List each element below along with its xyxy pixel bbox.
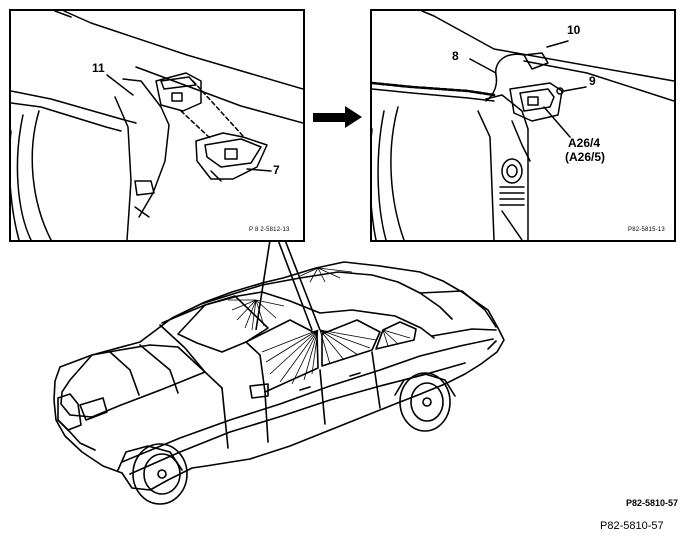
pillar-detail-drawing bbox=[11, 11, 303, 240]
callout-a26-5: (A26/5) bbox=[565, 150, 606, 164]
figure-caption-code: P82-5810-57 bbox=[600, 520, 664, 532]
sensor-zone-hatching bbox=[228, 267, 411, 385]
callout-7: 7 bbox=[273, 163, 280, 177]
detail-panel-installed: 10 8 9 A26/4 (A26/5) P82-5815-13 bbox=[370, 9, 676, 242]
detail-panel-removal: 11 7 P 8 2-5812-13 bbox=[9, 9, 305, 242]
callout-11: 11 bbox=[92, 61, 105, 75]
figure-ref-code: P82-5810-57 bbox=[626, 498, 679, 508]
callout-a26-4: A26/4 bbox=[568, 136, 601, 150]
callout-10: 10 bbox=[567, 23, 581, 37]
callout-8: 8 bbox=[452, 49, 459, 63]
car-body bbox=[53, 261, 505, 505]
panel-ref-code: P 8 2-5812-13 bbox=[249, 227, 290, 233]
callout-9: 9 bbox=[589, 74, 596, 88]
pillar-installed-drawing bbox=[372, 11, 674, 240]
transition-arrow bbox=[313, 106, 362, 128]
panel-ref-code: P82-5815-13 bbox=[628, 227, 665, 233]
